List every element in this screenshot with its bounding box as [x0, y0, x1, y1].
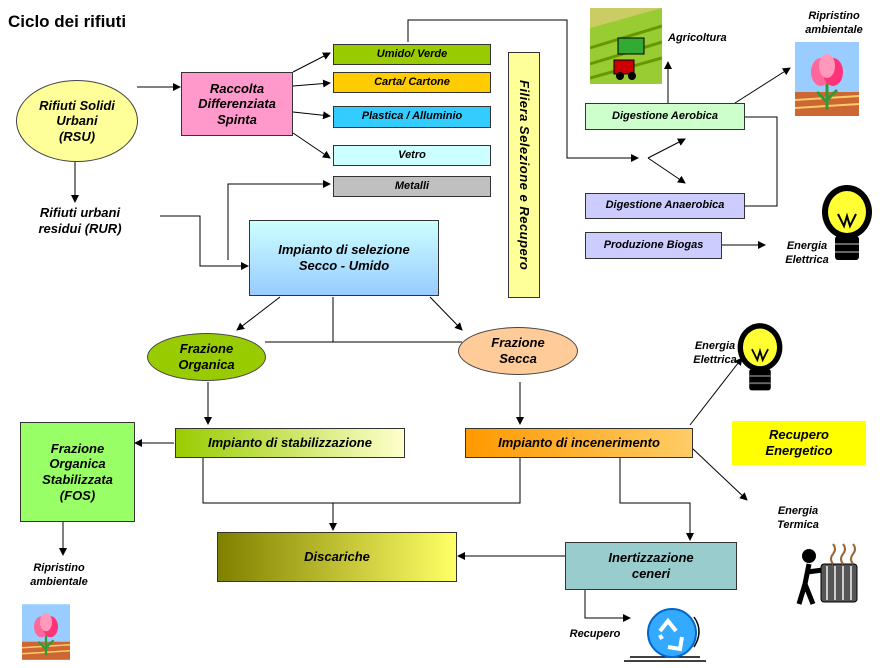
- stream-vetro: Vetro: [333, 145, 491, 166]
- node-digestione-anaerobica: Digestione Anaerobica: [585, 193, 745, 219]
- label-ripristino-bottom: Ripristino ambientale: [30, 562, 88, 588]
- line-umido-digestione: [407, 19, 639, 162]
- node-impianto-selezione: Impianto di selezione Secco - Umido: [249, 220, 439, 296]
- flower-icon-top: [795, 42, 859, 116]
- node-digestione-aerobica: Digestione Aerobica: [585, 103, 745, 130]
- line-digestion-fork: [647, 138, 686, 159]
- arrow-incenerimento-elettrica: [689, 357, 743, 426]
- node-recupero-energetico: Recupero Energetico: [732, 421, 866, 465]
- lightbulb-icon-mid: [737, 323, 783, 391]
- line-stabilizzazione-discariche: [202, 458, 521, 504]
- agriculture-icon: [590, 8, 662, 84]
- arrow-incenerimento-inertizzazione: [619, 458, 694, 541]
- node-impianto-incenerimento: Impianto di incenerimento: [465, 428, 693, 458]
- node-frazione-secca: Frazione Secca: [458, 327, 578, 375]
- stream-carta: Carta/ Cartone: [333, 72, 491, 93]
- radiator-icon: [796, 543, 858, 605]
- label-energia-elettrica-top: Energia Elettrica: [785, 240, 829, 266]
- label-energia-elettrica-mid: Energia Elettrica: [693, 340, 737, 366]
- node-produzione-biogas: Produzione Biogas: [585, 232, 722, 259]
- arrow-inertizzazione-recupero: [584, 588, 631, 622]
- line-digestion-fork-2: [647, 157, 686, 184]
- node-impianto-stabilizzazione: Impianto di stabilizzazione: [175, 428, 405, 458]
- stream-plastica: Plastica / Alluminio: [333, 106, 491, 128]
- flower-icon-bottom: [22, 604, 70, 660]
- stream-umido: Umido/ Verde: [333, 44, 491, 65]
- node-rsu: Rifiuti Solidi Urbani (RSU): [16, 80, 138, 162]
- arrow-rur-selezione: [160, 215, 249, 270]
- node-raccolta: Raccolta Differenziata Spinta: [181, 72, 293, 136]
- stream-metalli: Metalli: [333, 176, 491, 197]
- node-filiera: Filiera Selezione e Recupero: [508, 52, 540, 298]
- arrow-aerobica-ripristino: [734, 67, 791, 104]
- arrow-raccolta-umido: [292, 52, 331, 73]
- node-rur: Rifiuti urbani residui (RUR): [38, 205, 122, 237]
- arrow-incenerimento-termica: [691, 447, 748, 501]
- page-title: Ciclo dei rifiuti: [8, 12, 127, 31]
- arrow-raccolta-plastica: [292, 111, 331, 120]
- node-inertizzazione: Inertizzazione ceneri: [565, 542, 737, 590]
- label-energia-termica: Energia Termica: [777, 505, 819, 531]
- arrow-selezione-organica: [236, 296, 281, 331]
- arrow-raccolta-carta: [292, 79, 331, 88]
- arrow-selezione-metalli: [227, 180, 331, 260]
- recycle-icon: [624, 608, 706, 662]
- label-recupero: Recupero: [569, 628, 621, 640]
- label-ripristino-top: Ripristino ambientale: [805, 10, 863, 36]
- line-aerobica-anaerobica: [745, 116, 778, 207]
- node-fos: Frazione Organica Stabilizzata (FOS): [20, 422, 135, 522]
- lightbulb-icon-top: [822, 185, 872, 260]
- arrow-selezione-secca: [429, 296, 463, 331]
- arrow-raccolta-vetro: [292, 132, 331, 159]
- node-discariche: Discariche: [217, 532, 457, 582]
- label-agricoltura: Agricoltura: [668, 32, 727, 44]
- node-frazione-organica: Frazione Organica: [147, 333, 266, 381]
